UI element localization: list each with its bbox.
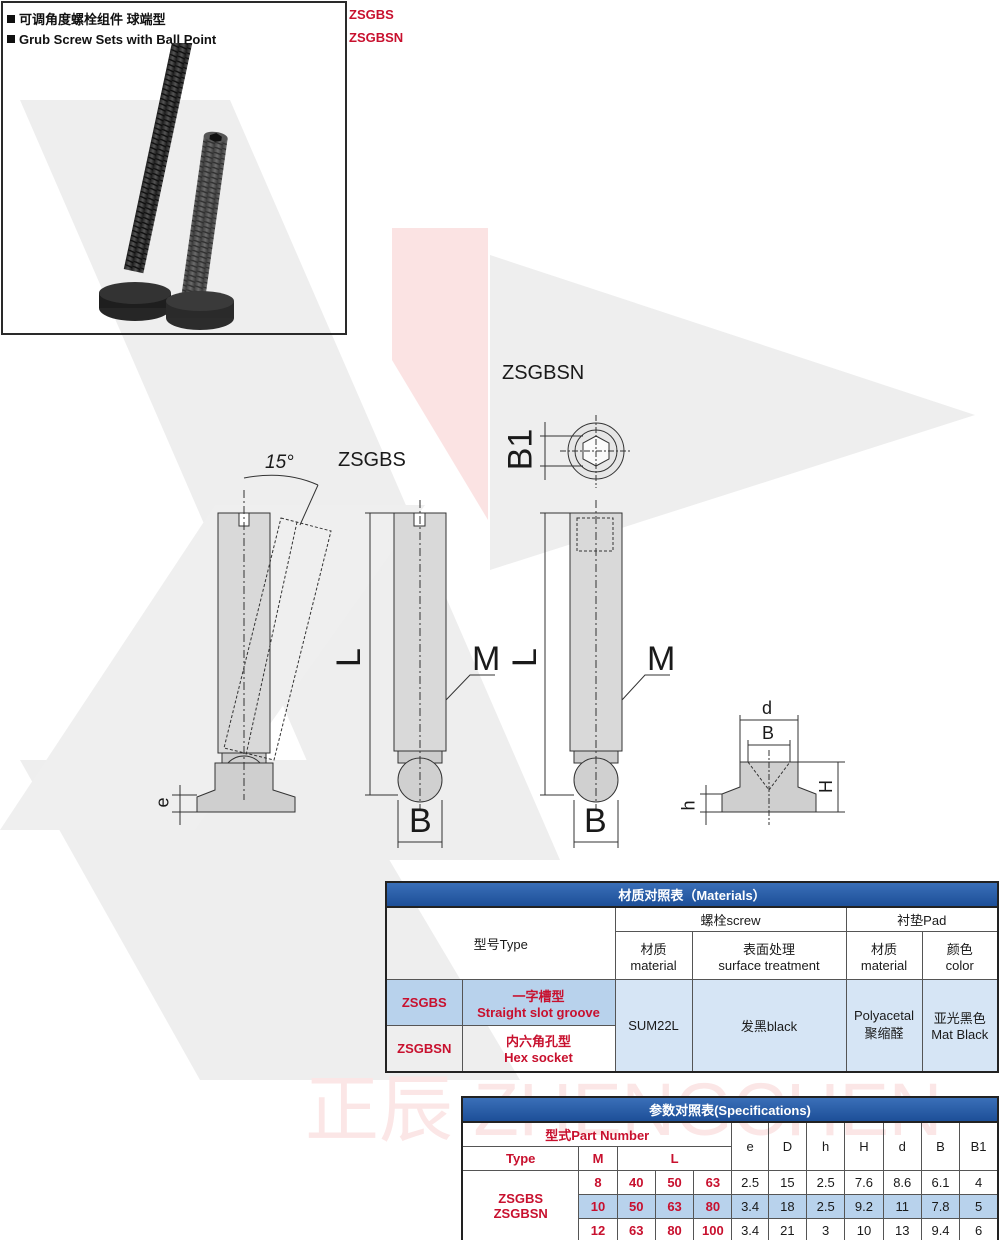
dim-l-2: L bbox=[505, 648, 544, 667]
materials-table: 材质对照表（Materials） 型号Type 螺栓screw 衬垫Pad 材质… bbox=[385, 881, 999, 1073]
dim-b-pad: B bbox=[762, 723, 775, 743]
cell-e: 3.4 bbox=[731, 1194, 769, 1219]
bullet-icon bbox=[7, 35, 15, 43]
surface-treatment: 发黑black bbox=[691, 979, 847, 1072]
dim-m-2: M bbox=[647, 640, 676, 678]
label-zsgbsn: ZSGBSN bbox=[502, 362, 585, 384]
cell-H: 9.2 bbox=[844, 1194, 884, 1219]
dim-h-lower: h bbox=[678, 800, 699, 811]
cell-h: 3 bbox=[806, 1218, 846, 1240]
header-type: Type bbox=[461, 1146, 580, 1171]
cell-B: 7.8 bbox=[920, 1194, 961, 1219]
cell-L: 63 bbox=[616, 1218, 656, 1240]
cell-h: 2.5 bbox=[806, 1170, 846, 1195]
dim-l-1: L bbox=[329, 648, 368, 667]
cell-L: 80 bbox=[654, 1218, 695, 1240]
specifications-table: 参数对照表(Specifications) 型式Part Number e D … bbox=[461, 1096, 999, 1240]
dim-b-2: B bbox=[584, 802, 607, 840]
specs-caption: 参数对照表(Specifications) bbox=[461, 1096, 999, 1123]
cell-d: 8.6 bbox=[882, 1170, 922, 1195]
dim-h-upper: H bbox=[816, 780, 836, 793]
title-english: Grub Screw Sets with Ball Point bbox=[7, 32, 216, 47]
cell-M: 12 bbox=[578, 1218, 618, 1240]
type-code: ZSGBSN bbox=[385, 1025, 463, 1072]
header-e: e bbox=[731, 1121, 769, 1171]
header-part-number: 型式Part Number bbox=[461, 1121, 733, 1147]
header-H: H bbox=[844, 1121, 884, 1171]
bullet-icon bbox=[7, 15, 15, 23]
code-zsgbs: ZSGBS bbox=[349, 7, 394, 22]
cell-M: 8 bbox=[578, 1170, 618, 1195]
header-type: 型号Type bbox=[385, 906, 616, 980]
dim-d: d bbox=[762, 698, 773, 718]
header-pad-group: 衬垫Pad bbox=[845, 906, 999, 932]
cell-B: 9.4 bbox=[920, 1218, 961, 1240]
materials-caption: 材质对照表（Materials） bbox=[385, 881, 999, 908]
cell-L: 50 bbox=[654, 1170, 695, 1195]
header-B: B bbox=[920, 1121, 961, 1171]
code-zsgbsn: ZSGBSN bbox=[349, 30, 404, 45]
zsgbsn-front-view bbox=[540, 500, 670, 848]
cell-L: 63 bbox=[693, 1170, 733, 1195]
zsgbsn-top-view bbox=[540, 415, 632, 488]
cell-L: 63 bbox=[654, 1194, 695, 1219]
cell-h: 2.5 bbox=[806, 1194, 846, 1219]
cell-L: 100 bbox=[693, 1218, 733, 1240]
header-d: d bbox=[882, 1121, 922, 1171]
cell-d: 13 bbox=[882, 1218, 922, 1240]
zsgbs-side-view bbox=[172, 474, 332, 825]
cell-B1: 6 bbox=[959, 1218, 999, 1240]
header-screw-group: 螺栓screw bbox=[614, 906, 847, 932]
type-code: ZSGBS bbox=[385, 979, 463, 1026]
cell-B1: 5 bbox=[959, 1194, 999, 1219]
dim-e: e bbox=[152, 797, 173, 808]
angle-label: 15° bbox=[265, 452, 294, 473]
product-photo bbox=[99, 43, 234, 330]
header-M: M bbox=[578, 1146, 618, 1171]
product-photo-panel: 可调角度螺栓组件 球端型 Grub Screw Sets with Ball P… bbox=[1, 1, 347, 335]
cell-D: 21 bbox=[767, 1218, 808, 1240]
header-D: D bbox=[767, 1121, 808, 1171]
cell-B1: 4 bbox=[959, 1170, 999, 1195]
cell-M: 10 bbox=[578, 1194, 618, 1219]
cell-H: 10 bbox=[844, 1218, 884, 1240]
cell-L: 80 bbox=[693, 1194, 733, 1219]
header-L: L bbox=[616, 1146, 733, 1171]
header-B1: B1 bbox=[959, 1121, 999, 1171]
cell-B: 6.1 bbox=[920, 1170, 961, 1195]
cell-L: 50 bbox=[616, 1194, 656, 1219]
pad-detail-view bbox=[700, 715, 845, 825]
title-chinese: 可调角度螺栓组件 球端型 bbox=[7, 9, 166, 28]
cell-H: 7.6 bbox=[844, 1170, 884, 1195]
cell-e: 2.5 bbox=[731, 1170, 769, 1195]
cell-L: 40 bbox=[616, 1170, 656, 1195]
cell-D: 18 bbox=[767, 1194, 808, 1219]
cell-d: 11 bbox=[882, 1194, 922, 1219]
header-h: h bbox=[806, 1121, 846, 1171]
zsgbs-front-view bbox=[365, 500, 495, 848]
screw-material: SUM22L bbox=[614, 979, 693, 1072]
cell-D: 15 bbox=[767, 1170, 808, 1195]
dim-b-1: B bbox=[409, 802, 432, 840]
table-row: 12 63 80 100 3.4 21 3 10 13 9.4 6 bbox=[462, 1218, 999, 1240]
dim-m-1: M bbox=[472, 640, 501, 678]
label-zsgbs: ZSGBS bbox=[338, 449, 406, 471]
dim-b1: B1 bbox=[501, 428, 540, 471]
cell-e: 3.4 bbox=[731, 1218, 769, 1240]
